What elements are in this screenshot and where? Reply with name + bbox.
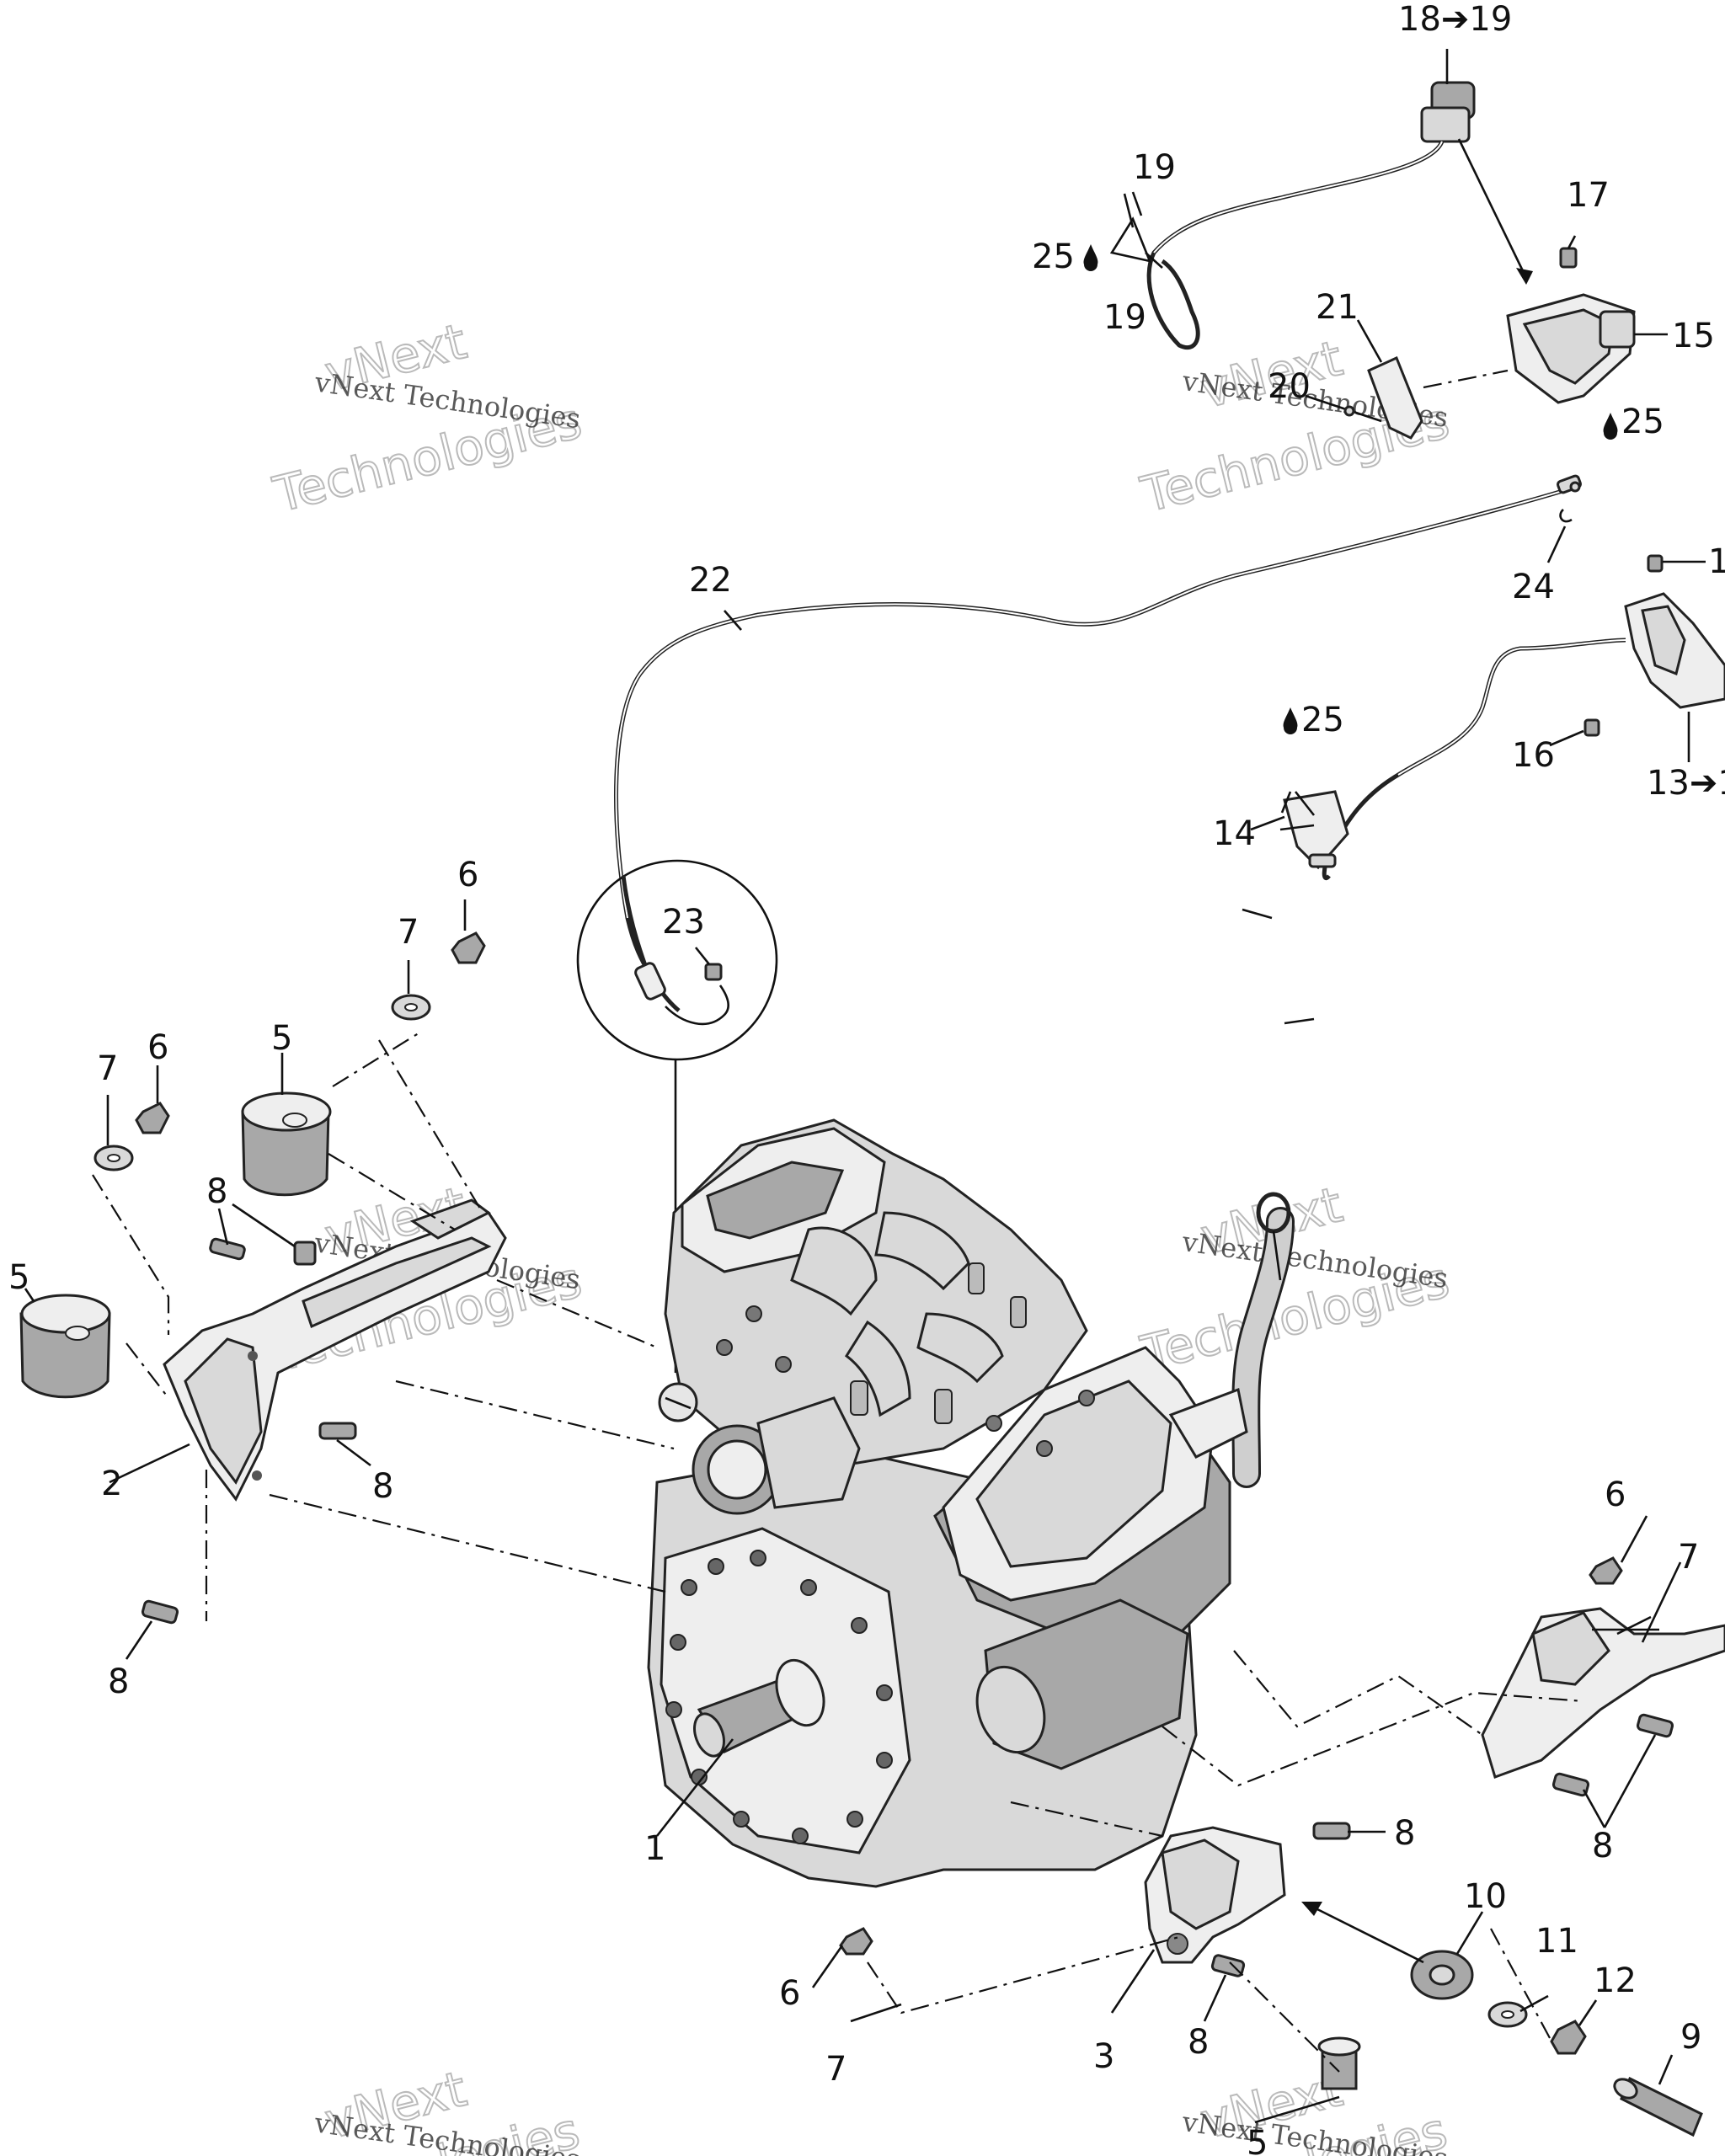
drop-icon-25a: [1083, 244, 1098, 271]
label-6b: 6: [457, 856, 478, 894]
watermark-bottom-right: vNext Technologies vNext Technologies: [1133, 2059, 1454, 2156]
label-25a: 25: [1032, 237, 1075, 276]
label-1: 1: [644, 1829, 665, 1868]
watermark-top-left: vNext Technologies vNext Technologies: [267, 312, 588, 525]
label-7c: 7: [1678, 1538, 1699, 1577]
oil-filler-tube: [1168, 1192, 1295, 1488]
label-7a: 7: [97, 1049, 118, 1088]
part-14-connector: [1250, 790, 1349, 870]
part-13-lever: [1624, 592, 1725, 762]
leader-lines: [24, 899, 1682, 2124]
part-5-mount-left: [19, 1294, 111, 1399]
part-5-mount-upper: [241, 1091, 332, 1197]
label-24: 24: [1512, 568, 1555, 606]
label-18: 18➔19: [1398, 0, 1512, 39]
label-1b: 1: [1708, 542, 1725, 581]
label-7b: 7: [398, 913, 419, 952]
label-19a: 19: [1133, 148, 1176, 187]
label-8c: 8: [108, 1662, 129, 1701]
label-8d: 8: [1592, 1827, 1613, 1865]
label-5a: 5: [8, 1258, 29, 1297]
label-3: 3: [1093, 2037, 1114, 2076]
label-6a: 6: [147, 1028, 168, 1067]
label-8e: 8: [1394, 1814, 1415, 1853]
part-15-housing: [1506, 293, 1668, 404]
part-18-connector: [1420, 49, 1476, 143]
label-11: 11: [1535, 1922, 1578, 1961]
label-10: 10: [1464, 1877, 1507, 1916]
label-21: 21: [1316, 288, 1359, 327]
label-16: 16: [1512, 736, 1555, 775]
part-17-screw: [1559, 247, 1578, 269]
label-22: 22: [689, 561, 732, 600]
label-6c: 6: [1605, 1476, 1626, 1514]
label-15: 15: [1672, 317, 1715, 355]
label-20: 20: [1268, 367, 1311, 406]
left-mount-assembly: [19, 931, 507, 1625]
label-12: 12: [1594, 1961, 1637, 2000]
label-5b: 5: [271, 1019, 292, 1058]
part-21-bracket: [1356, 319, 1509, 440]
drop-icon-25b: [1603, 413, 1618, 440]
label-25c: 25: [1301, 701, 1344, 739]
label-25b: 25: [1621, 403, 1664, 441]
label-9: 9: [1680, 2018, 1701, 2057]
throttle-cable-assembly: [614, 49, 1725, 1012]
part-1-engine: [647, 1118, 1231, 1888]
label-2: 2: [101, 1465, 122, 1503]
detail-circle-23: [576, 859, 778, 1373]
watermark-bottom-left: vNext Technologies vNext Technologies: [265, 2059, 586, 2156]
watermark-mid-right: vNext Technologies vNext Technologies: [1135, 1175, 1455, 1384]
label-23: 23: [662, 903, 705, 942]
right-mount-assembly: [839, 1556, 1725, 2137]
label-8b: 8: [372, 1467, 393, 1506]
callout-labels: 18➔19 19 25 19 17 21 15 20 25 22 24 1 25…: [8, 0, 1725, 2156]
label-8f: 8: [1188, 2023, 1209, 2062]
label-13: 13➔1: [1647, 764, 1725, 803]
label-7d: 7: [825, 2050, 846, 2089]
label-8a: 8: [206, 1172, 227, 1211]
label-5c: 5: [1247, 2124, 1268, 2156]
drop-icon-25c: [1283, 707, 1298, 734]
label-14: 14: [1213, 814, 1256, 853]
label-17: 17: [1567, 176, 1610, 215]
label-6d: 6: [779, 1974, 800, 2013]
label-19b: 19: [1103, 298, 1146, 337]
